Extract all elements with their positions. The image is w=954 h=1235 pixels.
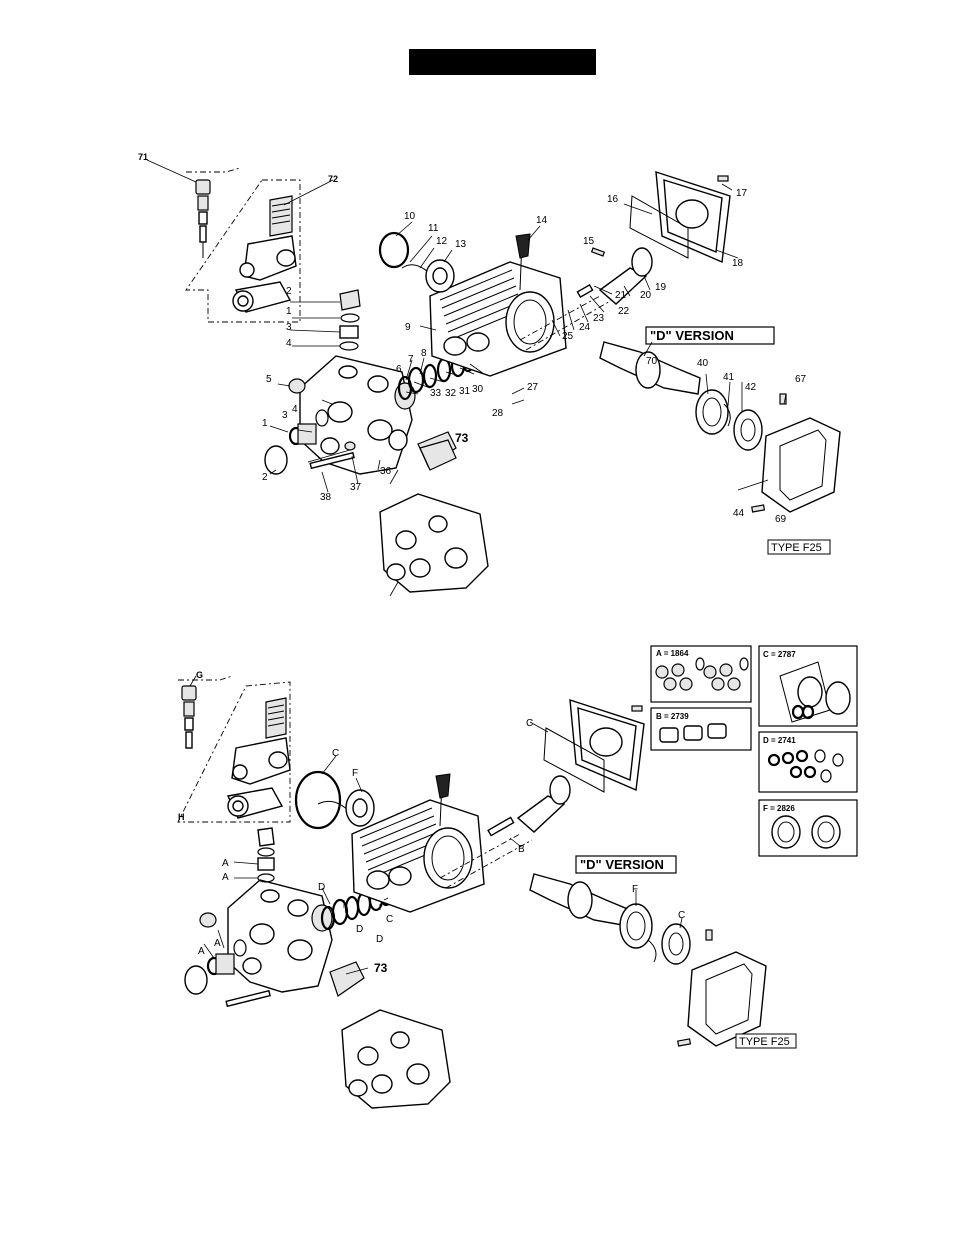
callout-38: 38 (320, 492, 332, 503)
callout-71: 71 (138, 152, 148, 162)
callout-30: 30 (472, 384, 484, 395)
callout-37: 37 (350, 482, 362, 493)
callout-22: 22 (618, 306, 630, 317)
pump-silhouette-lower (342, 1010, 450, 1108)
callout-41: 41 (723, 372, 735, 383)
callout-a2: A (222, 872, 229, 883)
callout-2: 2 (286, 286, 292, 297)
callout-18: 18 (732, 258, 744, 269)
upper-diagram: 71 72 10 11 12 13 14 15 16 17 18 19 20 2… (138, 152, 840, 596)
callout-5: 5 (266, 374, 272, 385)
callout-31: 31 (459, 386, 471, 397)
callout-16: 16 (607, 194, 619, 205)
callout-69: 69 (775, 514, 787, 525)
kit-d-label: D = 2741 (763, 736, 796, 745)
callout-19: 19 (655, 282, 667, 293)
callout-11: 11 (428, 223, 439, 234)
version-label-upper: "D" VERSION (650, 328, 734, 343)
callout-17: 17 (736, 188, 748, 199)
kit-f-label: F = 2826 (763, 804, 795, 813)
callout-d3: D (376, 934, 383, 945)
callout-73-lower: 73 (374, 961, 388, 975)
callout-14: 14 (536, 215, 548, 226)
version-label-lower: "D" VERSION (580, 857, 664, 872)
callout-44: 44 (733, 508, 745, 519)
callout-a4: A (198, 946, 205, 957)
callout-15: 15 (583, 236, 595, 247)
unloader-assembly-lower (178, 676, 290, 822)
callout-c-ring: C (332, 748, 339, 759)
cover-assembly-lower (488, 700, 644, 836)
callout-12: 12 (436, 236, 448, 247)
crank-seals-lower (296, 772, 374, 828)
callout-7: 7 (408, 354, 414, 365)
crankcase-upper (430, 234, 612, 376)
flange-lower (678, 952, 766, 1046)
callout-9: 9 (405, 322, 411, 333)
callout-b: B (518, 844, 525, 855)
callout-67: 67 (795, 374, 807, 385)
callout-1b: 1 (262, 418, 268, 429)
type-label-upper: TYPE F25 (771, 542, 822, 554)
callout-70: 70 (646, 356, 658, 367)
callout-c-top: C (526, 718, 533, 729)
callout-27: 27 (527, 382, 539, 393)
callout-24: 24 (579, 322, 591, 333)
crankcase-lower (352, 774, 532, 912)
callout-d2: D (356, 924, 363, 935)
kit-b-label: B = 2739 (656, 712, 689, 721)
callout-f-bearing: F (632, 884, 638, 895)
kit-c-label: C = 2787 (763, 650, 796, 659)
callout-36: 36 (380, 466, 392, 477)
callout-2b: 2 (262, 472, 268, 483)
callout-a1: A (222, 858, 229, 869)
callout-6: 6 (396, 364, 402, 375)
callout-42: 42 (745, 382, 757, 393)
callout-28: 28 (492, 408, 504, 419)
lower-diagram: G H C C F B A A A A D D D C F C 73 "D" V… (178, 646, 857, 1108)
unloader-assembly (147, 160, 333, 322)
callout-f-ring: F (352, 768, 358, 779)
callout-4b: 4 (292, 404, 298, 415)
callout-h: H (178, 812, 185, 822)
callout-c-seal: C (386, 914, 393, 925)
callout-20: 20 (640, 290, 652, 301)
callout-72: 72 (328, 174, 338, 184)
callout-g: G (196, 670, 203, 680)
callout-c-flange: C (678, 910, 685, 921)
callout-32: 32 (445, 388, 457, 399)
callout-25: 25 (562, 331, 574, 342)
callout-d1: D (318, 882, 325, 893)
type-label-lower: TYPE F25 (739, 1036, 790, 1048)
callout-13: 13 (455, 239, 467, 250)
callout-8: 8 (421, 348, 427, 359)
crankshaft-upper (600, 342, 786, 450)
manifold-lower (185, 828, 364, 1006)
callout-33: 33 (430, 388, 442, 399)
callout-3b: 3 (282, 410, 288, 421)
callout-40: 40 (697, 358, 709, 369)
callout-4: 4 (286, 338, 292, 349)
repair-kits (651, 646, 857, 856)
callout-3: 3 (286, 322, 292, 333)
callout-73: 73 (455, 431, 469, 445)
flange-upper (752, 418, 840, 512)
pump-silhouette-upper (380, 494, 488, 596)
callout-21: 21 (615, 290, 627, 301)
cover-assembly-upper (577, 172, 730, 304)
callout-a3: A (214, 938, 221, 949)
callout-1: 1 (286, 306, 292, 317)
callout-10: 10 (404, 211, 416, 222)
callout-23: 23 (593, 313, 605, 324)
kit-a-label: A = 1864 (656, 649, 689, 658)
